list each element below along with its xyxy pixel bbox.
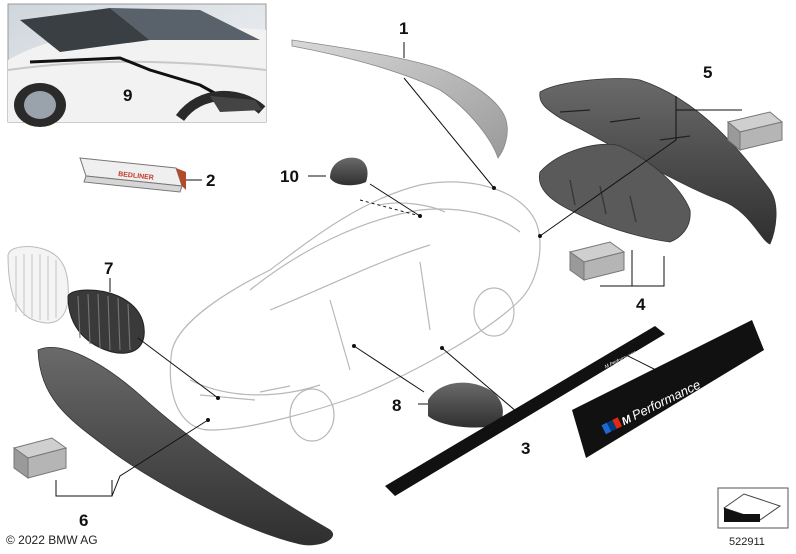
diffuser-insert [538,143,691,243]
kit-box-5 [726,111,784,152]
view-orientation-icon [717,487,789,529]
leader-dots [206,186,542,422]
kidney-grille-white [7,246,69,324]
callout-4: 4 [636,295,646,314]
side-stripe-photo [7,3,267,127]
callout-5: 5 [703,63,713,82]
rear-spoiler [291,39,508,159]
m-performance-decal [572,320,764,458]
kit-box-4 [568,241,626,281]
callout-9: 9 [123,86,133,105]
callout-2: 2 [206,171,216,190]
antenna-cover [330,157,368,186]
callout-7: 7 [104,259,114,278]
rear-diffuser [539,78,777,245]
bedliner-box-label: BEDLINER [118,171,154,182]
mirror-cap [428,382,503,428]
bedliner-box: BEDLINER [79,157,186,193]
leader-lines [55,42,742,497]
callout-8: 8 [392,396,402,415]
car-outline [169,181,541,442]
kidney-grille-black [67,289,145,354]
callout-3: 3 [521,439,531,458]
front-splitter [37,347,333,546]
callout-10: 10 [280,167,299,186]
side-sill-strip [385,326,665,496]
diagram-number: 522911 [729,536,765,548]
copyright-notice: © 2022 BMW AG [6,533,98,547]
kit-box-6 [12,437,68,479]
callout-1: 1 [399,19,409,38]
side-stripe [29,56,221,98]
callout-6: 6 [79,511,89,530]
